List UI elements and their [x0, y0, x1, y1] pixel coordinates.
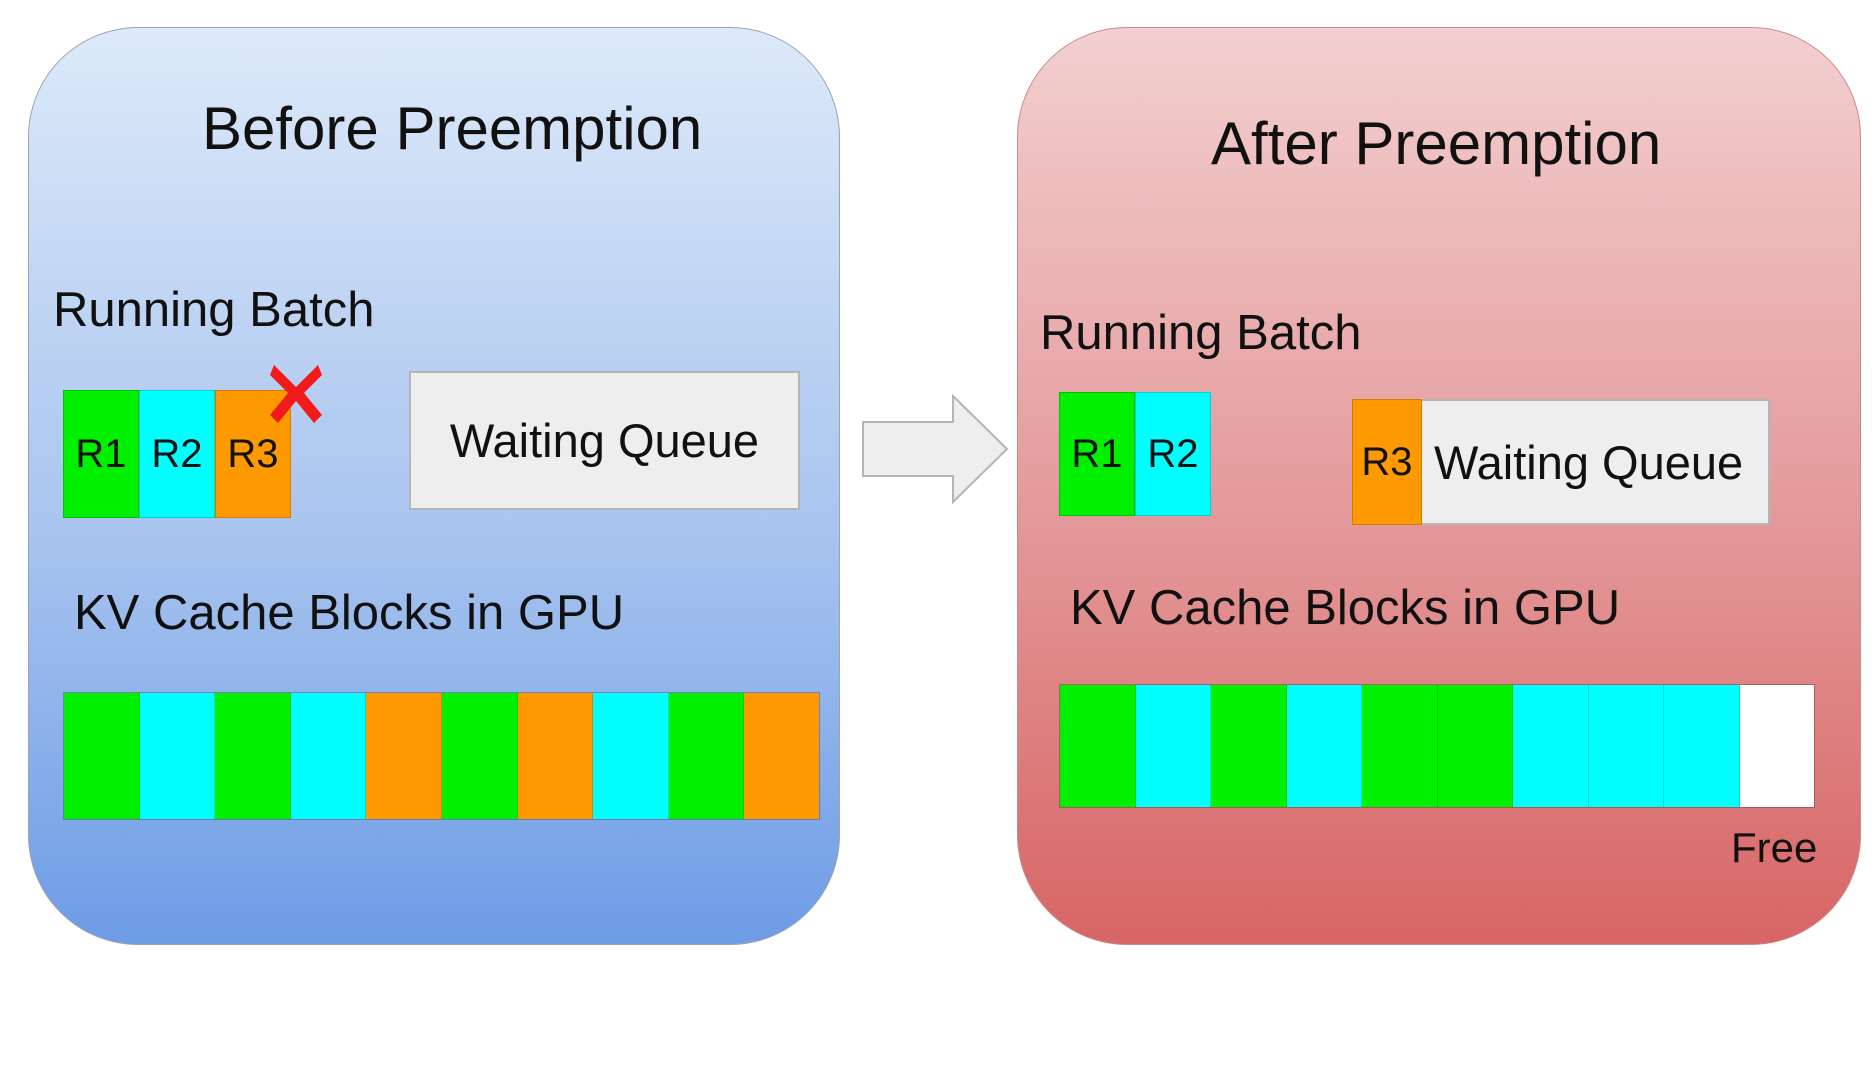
- before-title: Before Preemption: [202, 95, 703, 162]
- x-mark-icon: [270, 365, 322, 423]
- kv-cache-block-green: [441, 693, 518, 819]
- kv-cache-block-cyan: [1588, 685, 1664, 807]
- kv-cache-block-green: [1437, 685, 1513, 807]
- free-cache-block: [1739, 685, 1814, 807]
- kv-cache-block-cyan: [290, 693, 367, 819]
- kv-cache-block-orange: [744, 693, 819, 819]
- kv-cache-block-orange: [366, 693, 442, 819]
- after-waiting-queue: R3 Waiting Queue: [1352, 399, 1770, 525]
- kv-cache-block-green: [215, 693, 291, 819]
- kv-cache-block-orange: [517, 693, 594, 819]
- request-label: R2: [151, 431, 203, 476]
- free-label: Free: [1731, 824, 1818, 871]
- after-kv-cache-label: KV Cache Blocks in GPU: [1070, 581, 1621, 635]
- before-running-batch-label: Running Batch: [53, 283, 375, 337]
- kv-cache-block-cyan: [1135, 685, 1211, 807]
- request-block-r2: R2: [1135, 392, 1211, 516]
- kv-cache-block-green: [1060, 685, 1136, 807]
- request-label: R3: [1361, 439, 1413, 484]
- request-block-r2: R2: [139, 390, 215, 518]
- waiting-queue-label: Waiting Queue: [1434, 435, 1744, 489]
- after-kv-cache-blocks: [1059, 684, 1815, 808]
- kv-cache-block-cyan: [139, 693, 216, 819]
- before-kv-cache-blocks: [63, 692, 820, 820]
- request-label: R2: [1147, 431, 1199, 476]
- kv-cache-block-cyan: [1286, 685, 1362, 807]
- waiting-queue-label: Waiting Queue: [449, 414, 760, 467]
- request-label: R3: [227, 431, 279, 476]
- kv-cache-block-green: [64, 693, 140, 819]
- before-waiting-queue: Waiting Queue: [409, 371, 800, 510]
- kv-cache-block-cyan: [1664, 685, 1740, 807]
- after-title: After Preemption: [1211, 110, 1662, 177]
- right-arrow-icon: [862, 394, 1009, 504]
- kv-cache-block-green: [1362, 685, 1438, 807]
- request-block-r1: R1: [63, 390, 139, 518]
- kv-cache-block-green: [668, 693, 745, 819]
- before-kv-cache-label: KV Cache Blocks in GPU: [74, 586, 625, 640]
- kv-cache-block-cyan: [593, 693, 669, 819]
- after-running-batch-label: Running Batch: [1040, 306, 1362, 360]
- kv-cache-block-cyan: [1513, 685, 1589, 807]
- kv-cache-block-green: [1211, 685, 1287, 807]
- queued-request-block-r3: R3: [1352, 399, 1422, 525]
- request-label: R1: [75, 431, 127, 476]
- request-label: R1: [1071, 431, 1123, 476]
- request-block-r1: R1: [1059, 392, 1135, 516]
